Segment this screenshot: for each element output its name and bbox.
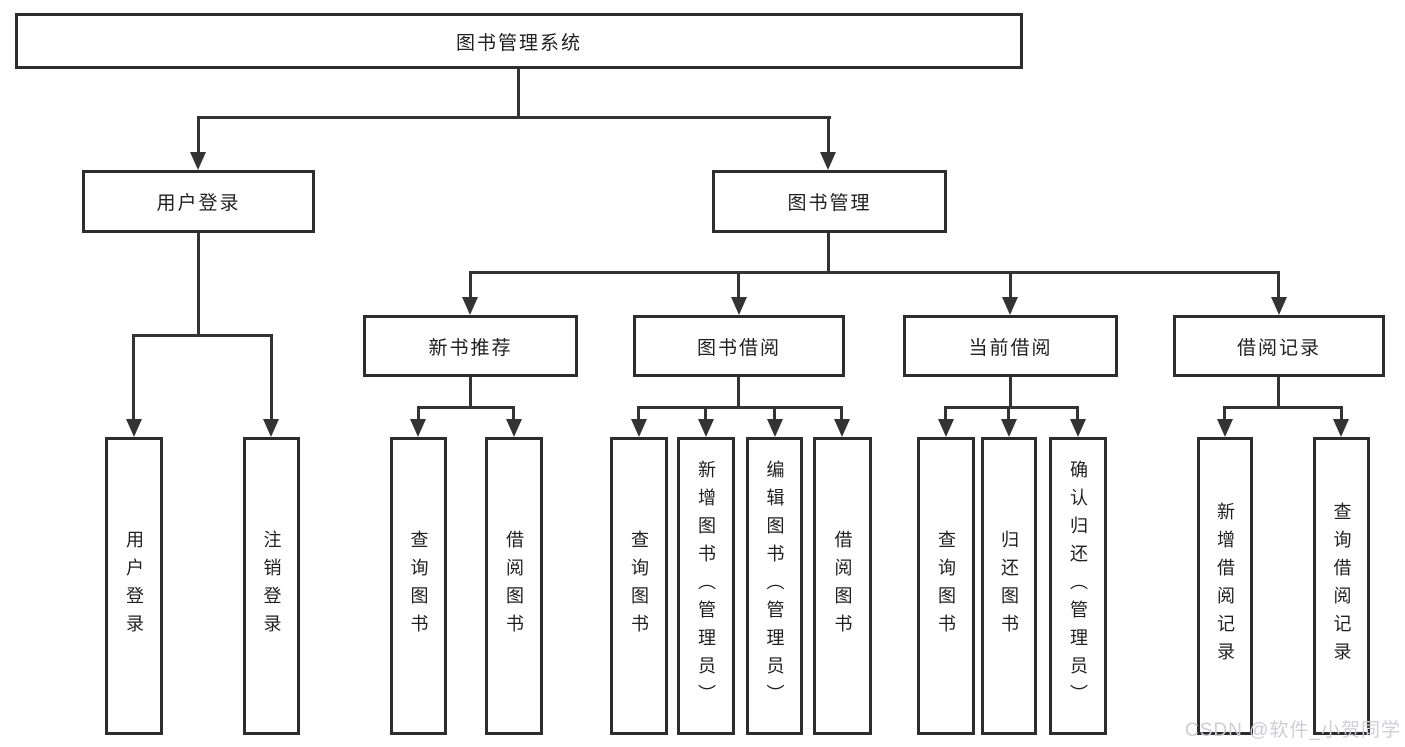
connector-line: [469, 377, 472, 409]
node-current-borrowing: 当前借阅: [903, 315, 1118, 377]
connector-line: [773, 406, 776, 422]
node-user-login: 用户登录: [82, 170, 315, 233]
arrow-down-icon: [462, 297, 478, 315]
arrow-down-icon: [1217, 419, 1233, 437]
connector-line: [417, 406, 515, 409]
connector-line: [637, 406, 640, 422]
arrow-down-icon: [698, 419, 714, 437]
arrow-down-icon: [731, 297, 747, 315]
leaf-user-login: 用户登录: [105, 437, 163, 735]
leaf-add-books-admin: 新增图书（管理员）: [677, 437, 735, 735]
leaf-edit-books-admin: 编辑图书（管理员）: [746, 437, 803, 735]
arrow-down-icon: [820, 152, 836, 170]
connector-line: [417, 406, 420, 422]
connector-line: [637, 406, 843, 409]
connector-line: [1277, 271, 1280, 299]
connector-line: [1076, 406, 1079, 422]
arrow-down-icon: [834, 419, 850, 437]
arrow-down-icon: [1333, 419, 1349, 437]
connector-line: [469, 271, 1280, 274]
connector-line: [737, 271, 740, 299]
connector-line: [840, 406, 843, 422]
leaf-query-books-recommend: 查询图书: [390, 437, 447, 735]
arrow-down-icon: [1002, 297, 1018, 315]
arrow-down-icon: [938, 419, 954, 437]
connector-line: [704, 406, 707, 422]
connector-line: [197, 116, 831, 119]
arrow-down-icon: [190, 152, 206, 170]
arrow-down-icon: [1070, 419, 1086, 437]
connector-line: [132, 334, 135, 421]
watermark: CSDN @软件_小贺同学: [1185, 720, 1401, 741]
connector-line: [944, 406, 947, 422]
connector-line: [827, 116, 830, 154]
node-borrowing-records: 借阅记录: [1173, 315, 1385, 377]
arrow-down-icon: [767, 419, 783, 437]
connector-line: [1223, 406, 1226, 422]
node-root-library-system: 图书管理系统: [15, 13, 1023, 69]
connector-line: [944, 406, 1079, 409]
connector-line: [469, 271, 472, 299]
connector-line: [1277, 377, 1280, 409]
connector-line: [270, 334, 273, 421]
leaf-return-books: 归还图书: [981, 437, 1037, 735]
leaf-confirm-return-admin: 确认归还（管理员）: [1049, 437, 1107, 735]
leaf-query-books-current: 查询图书: [917, 437, 975, 735]
connector-line: [827, 233, 830, 274]
connector-line: [132, 334, 273, 337]
connector-line: [1340, 406, 1343, 422]
arrow-down-icon: [126, 419, 142, 437]
node-new-book-recommend: 新书推荐: [363, 315, 578, 377]
connector-line: [512, 406, 515, 422]
connector-line: [1009, 377, 1012, 409]
leaf-query-borrow-record: 查询借阅记录: [1313, 437, 1370, 735]
connector-line: [197, 116, 200, 154]
connector-line: [737, 377, 740, 409]
arrow-down-icon: [1271, 297, 1287, 315]
leaf-borrow-books-recommend: 借阅图书: [485, 437, 543, 735]
leaf-borrow-books-borrowing: 借阅图书: [813, 437, 872, 735]
connector-line: [1223, 406, 1343, 409]
leaf-add-borrow-record: 新增借阅记录: [1197, 437, 1253, 735]
arrow-down-icon: [410, 419, 426, 437]
leaf-query-books-borrowing: 查询图书: [610, 437, 668, 735]
arrow-down-icon: [506, 419, 522, 437]
node-book-management: 图书管理: [712, 170, 947, 233]
connector-line: [517, 69, 520, 118]
connector-line: [197, 233, 200, 337]
connector-line: [1007, 406, 1010, 422]
connector-line: [1009, 271, 1012, 299]
node-book-borrowing: 图书借阅: [633, 315, 845, 377]
arrow-down-icon: [631, 419, 647, 437]
arrow-down-icon: [263, 419, 279, 437]
arrow-down-icon: [1001, 419, 1017, 437]
leaf-logout: 注销登录: [243, 437, 300, 735]
